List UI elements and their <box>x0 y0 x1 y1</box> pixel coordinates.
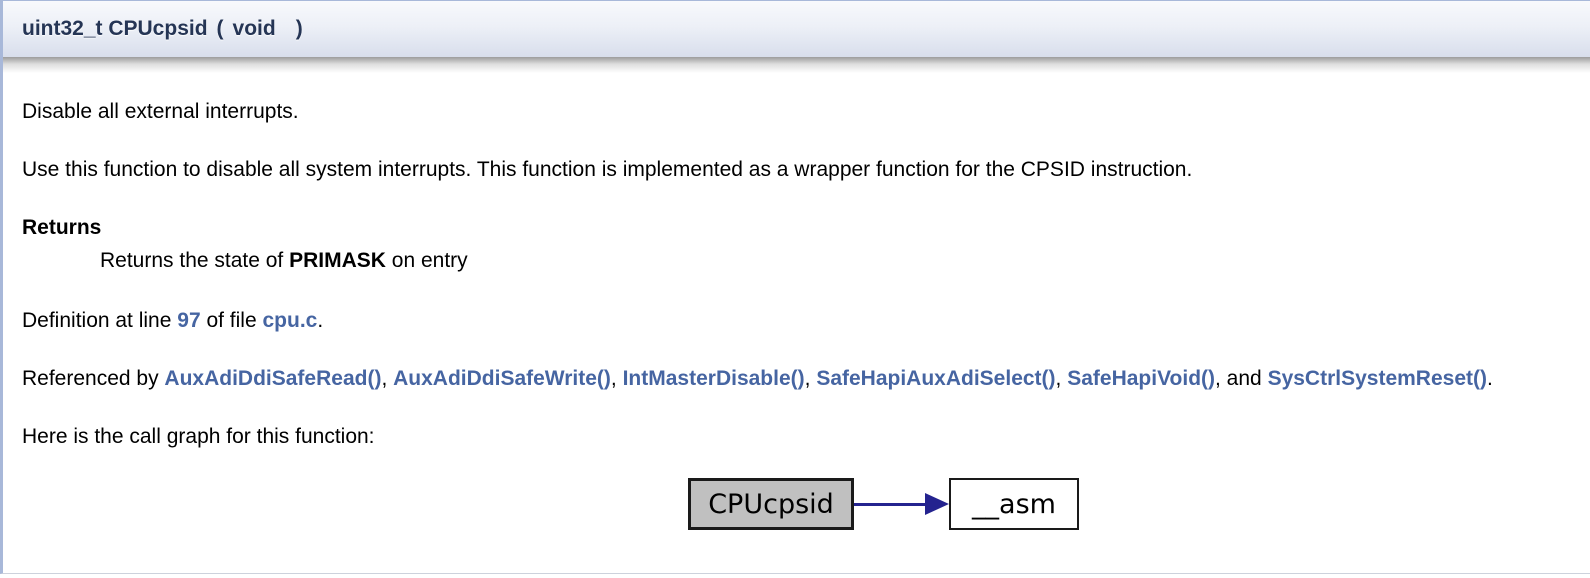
referenced-by-separator: . <box>1487 367 1493 390</box>
param-type: void <box>232 17 276 40</box>
call-edge-arrow <box>854 493 949 515</box>
referenced-function-link[interactable]: IntMasterDisable() <box>622 367 805 390</box>
referenced-by-separator: , <box>610 367 623 390</box>
paren-open: ( <box>216 17 224 40</box>
returns-text-suffix: on entry <box>385 249 468 272</box>
edge-line <box>854 502 925 506</box>
returns-text-prefix: Returns the state of <box>100 249 290 272</box>
definition-suffix: . <box>317 309 324 332</box>
referenced-by-line: Referenced by AuxAdiDdiSafeRead(), AuxAd… <box>22 362 1568 395</box>
call-graph: CPUcpsid __asm <box>688 478 1568 530</box>
function-signature-header: uint32_t CPUcpsid ( void ) <box>0 0 1590 57</box>
referenced-by-separator: , <box>1055 367 1068 390</box>
referenced-function-link[interactable]: AuxAdiDdiSafeWrite() <box>393 367 611 390</box>
returns-text: Returns the state of PRIMASK on entry <box>100 244 1568 277</box>
referenced-by-separator: , <box>804 367 817 390</box>
detailed-description: Use this function to disable all system … <box>22 158 1193 181</box>
definition-line-number-link[interactable]: 97 <box>177 309 201 332</box>
function-name: uint32_t CPUcpsid <box>22 17 208 40</box>
referenced-by-prefix: Referenced by <box>22 367 165 390</box>
returns-keyword: PRIMASK <box>289 249 386 272</box>
referenced-function-link[interactable]: SafeHapiVoid() <box>1067 367 1216 390</box>
returns-label: Returns <box>22 216 102 239</box>
definition-middle: of file <box>200 309 263 332</box>
referenced-by-separator: , and <box>1215 367 1268 390</box>
referenced-function-link[interactable]: AuxAdiDdiSafeRead() <box>164 367 382 390</box>
definition-line: Definition at line 97 of file cpu.c. <box>22 304 1568 337</box>
referenced-function-link[interactable]: SafeHapiAuxAdiSelect() <box>816 367 1056 390</box>
paren-close: ) <box>295 17 303 40</box>
definition-prefix: Definition at line <box>22 309 178 332</box>
callgraph-caption: Here is the call graph for this function… <box>22 425 375 448</box>
graph-node-current-function: CPUcpsid <box>688 478 854 530</box>
returns-section: Returns Returns the state of PRIMASK on … <box>22 211 1568 277</box>
graph-node-callee[interactable]: __asm <box>949 478 1079 530</box>
definition-file-link[interactable]: cpu.c <box>262 309 318 332</box>
function-doc-body: Disable all external interrupts. Use thi… <box>0 57 1590 574</box>
brief-description: Disable all external interrupts. <box>22 100 299 123</box>
referenced-function-link[interactable]: SysCtrlSystemReset() <box>1267 367 1487 390</box>
referenced-by-separator: , <box>381 367 394 390</box>
edge-arrowhead-icon <box>925 493 949 515</box>
